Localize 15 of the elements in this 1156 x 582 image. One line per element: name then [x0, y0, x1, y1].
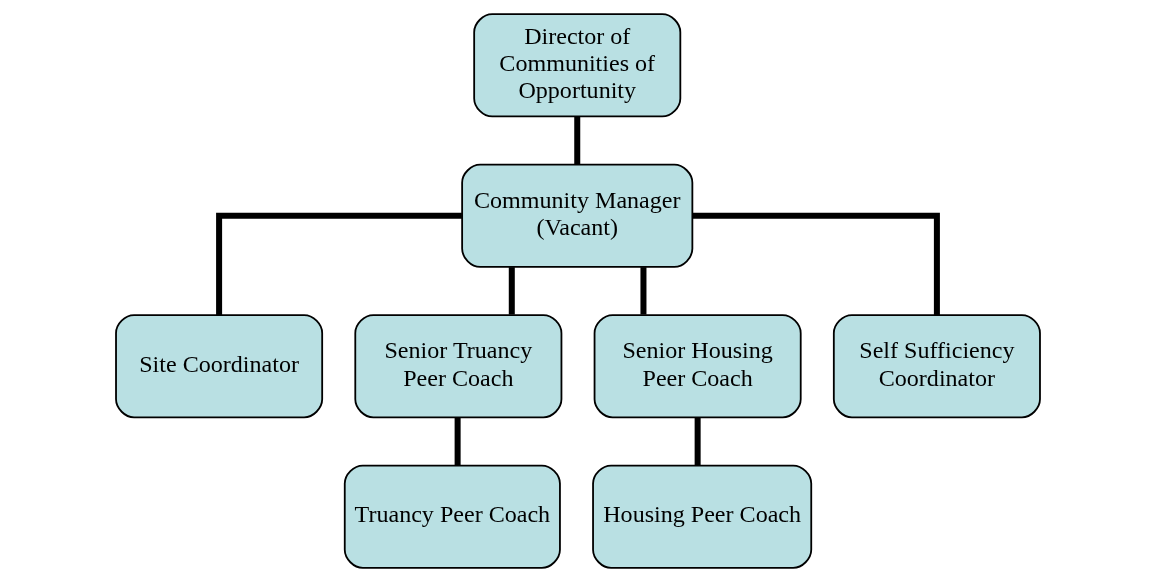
connector	[216, 212, 462, 315]
node-box: Self Sufficiency Coordinator	[832, 314, 1041, 419]
node-box: Community Manager (Vacant)	[461, 163, 694, 268]
node-box: Senior Housing Peer Coach	[593, 314, 802, 419]
node-box: Housing Peer Coach	[592, 464, 813, 569]
node-box: Director of Communities of Opportunity	[473, 13, 682, 118]
connector	[692, 212, 940, 315]
node-box: Truancy Peer Coach	[343, 464, 561, 569]
connector	[508, 267, 515, 315]
connector	[574, 116, 581, 165]
node-box: Site Coordinator	[115, 314, 324, 419]
connector	[640, 267, 647, 315]
connector	[694, 417, 701, 466]
connector	[454, 417, 461, 466]
node-box: Senior Truancy Peer Coach	[354, 314, 563, 419]
